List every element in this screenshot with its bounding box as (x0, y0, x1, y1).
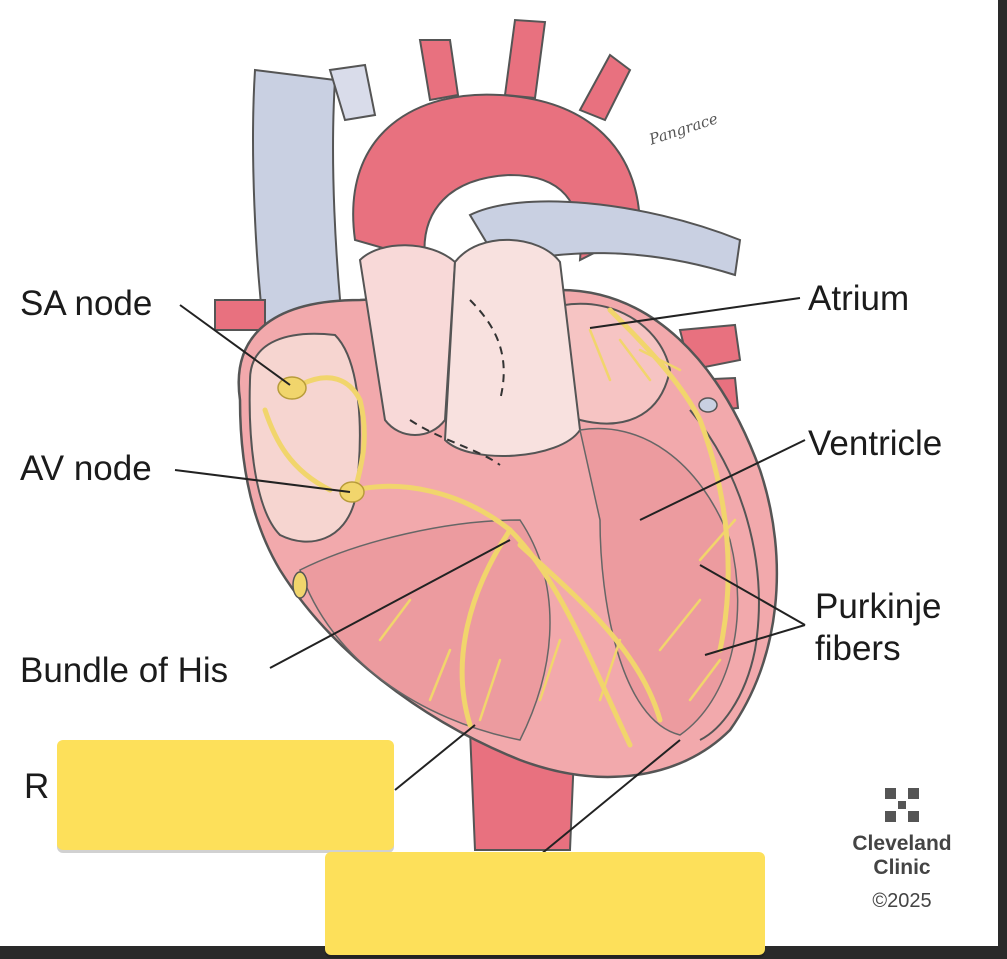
label-ventricle: Ventricle (808, 424, 943, 463)
leader-purkinje-2 (704, 624, 806, 656)
pulmonary-vein-left (214, 299, 266, 331)
window-edge (998, 0, 1007, 959)
label-sa-node: SA node (20, 284, 153, 323)
brand-line-2: Clinic (873, 856, 931, 879)
label-atrium: Atrium (808, 279, 910, 318)
atrial-purkinje (607, 307, 731, 653)
leader-bundle-of-his (269, 539, 511, 669)
left-coronary-opening (698, 397, 718, 413)
leader-atrium (589, 297, 801, 329)
sticky-note-cover-2[interactable] (325, 852, 765, 955)
leader-sa-node (179, 304, 291, 386)
leader-r-label (394, 724, 476, 791)
label-purkinje: Purkinje (815, 587, 942, 626)
label-bundle-of-his: Bundle of His (20, 651, 229, 690)
leader-ventricle (639, 439, 806, 521)
sticky-note-cover-1[interactable] (57, 740, 394, 850)
aortic-branch-2 (503, 18, 547, 100)
leader-hidden-label (539, 739, 681, 856)
brand-line-1: Cleveland (852, 832, 952, 855)
pulmonary-valve (443, 238, 582, 457)
right-bundle-branch (459, 527, 513, 728)
left-bundle-branch (517, 542, 663, 723)
ventricle-wall-line (689, 409, 760, 741)
vessel-stub (328, 63, 377, 122)
aortic-branch-3 (578, 53, 632, 122)
aortic-branch-1 (418, 39, 460, 102)
leader-av-node (174, 469, 351, 493)
label-fibers: fibers (815, 629, 901, 668)
conduction-system (262, 307, 731, 748)
label-r-partial: R (24, 767, 50, 806)
leader-purkinje-1 (699, 564, 806, 626)
internodal-pathway-2 (262, 407, 333, 493)
copyright: ©2025 (872, 890, 932, 912)
leader-lines (174, 297, 806, 856)
coronary-sinus (292, 571, 308, 599)
aortic-arch (352, 93, 642, 262)
purkinje-branches (378, 328, 737, 722)
cleveland-clinic-logo-icon (885, 788, 919, 822)
label-av-node: AV node (20, 449, 152, 488)
av-node-marker (339, 481, 365, 503)
right-atrium-chamber (248, 332, 361, 543)
internodal-pathway (297, 375, 367, 493)
